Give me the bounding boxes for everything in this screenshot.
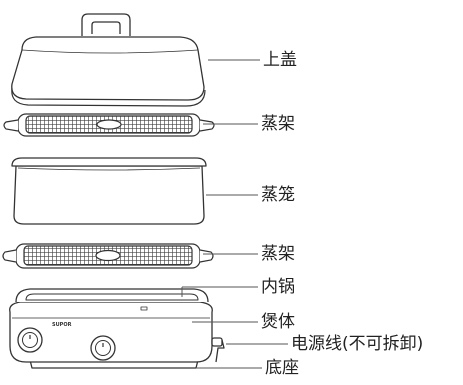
inner-pot-shape <box>25 293 199 301</box>
steam-basket <box>11 157 207 225</box>
label-rack-bottom: 蒸架 <box>261 244 295 264</box>
label-lid: 上盖 <box>263 50 297 70</box>
steam-rack-bottom <box>2 243 214 269</box>
label-base: 底座 <box>265 358 299 378</box>
brand-logo: SUPOR <box>52 322 72 328</box>
lid <box>11 13 206 107</box>
label-rack-top: 蒸架 <box>261 114 295 134</box>
label-power-cord: 电源线(不可拆卸) <box>291 334 424 354</box>
steam-rack-top <box>3 113 215 137</box>
label-inner-pot: 内锅 <box>261 277 295 297</box>
cooker-body <box>9 288 225 369</box>
label-body: 煲体 <box>261 312 295 332</box>
label-steam-basket: 蒸笼 <box>261 185 295 205</box>
lid-handle <box>81 13 131 36</box>
leader-lines <box>181 59 288 369</box>
